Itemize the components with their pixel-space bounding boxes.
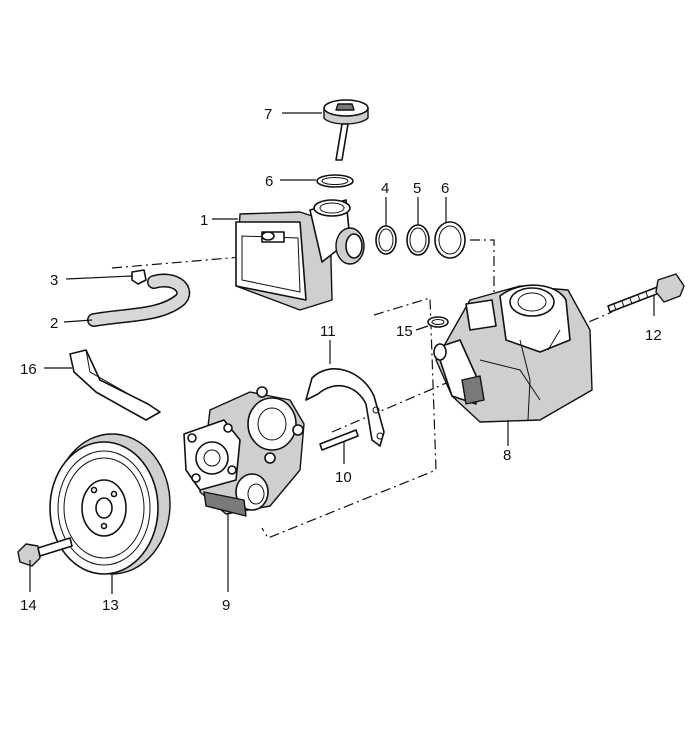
assembly-lines	[111, 239, 613, 539]
callout-13: 13	[102, 597, 119, 614]
callout-16: 16	[20, 361, 37, 378]
part-14-pulley-bolt	[17, 537, 73, 567]
callout-6-upper: 6	[265, 173, 273, 190]
part-1-reservoir	[235, 199, 365, 311]
part-2-hose	[87, 273, 191, 327]
callout-3: 3	[50, 272, 58, 289]
part-10-pin	[319, 429, 359, 451]
part-16-bracket	[69, 349, 161, 421]
callout-labels: 7 6 1 4 5 6 3 2 16 15 12 11 10 8 9 13 14	[20, 106, 662, 614]
callout-6-right: 6	[441, 180, 449, 197]
callout-4: 4	[381, 180, 389, 197]
callout-12: 12	[645, 327, 662, 344]
callout-10: 10	[335, 469, 352, 486]
part-11-mounting-bracket	[305, 368, 385, 447]
callout-14: 14	[20, 597, 37, 614]
part-3-clip	[131, 269, 147, 285]
part-8-housing	[433, 284, 593, 423]
part-4-o-ring	[375, 225, 397, 255]
part-6-o-ring-right	[434, 221, 466, 259]
callout-8: 8	[503, 447, 511, 464]
part-15-o-ring	[427, 316, 449, 328]
part-12-bolt	[607, 273, 685, 313]
part-7-filler-cap	[323, 99, 369, 161]
part-5-o-ring	[406, 224, 430, 256]
part-13-pulley	[49, 433, 171, 575]
part-9-pump	[183, 386, 305, 517]
callout-5: 5	[413, 180, 421, 197]
callout-11: 11	[320, 323, 336, 340]
callout-1: 1	[200, 212, 208, 229]
callout-7: 7	[264, 106, 272, 123]
callout-2: 2	[50, 315, 58, 332]
callout-9: 9	[222, 597, 230, 614]
callout-15: 15	[396, 323, 413, 340]
part-6-o-ring-upper	[316, 174, 354, 188]
leader-lines	[29, 112, 655, 594]
